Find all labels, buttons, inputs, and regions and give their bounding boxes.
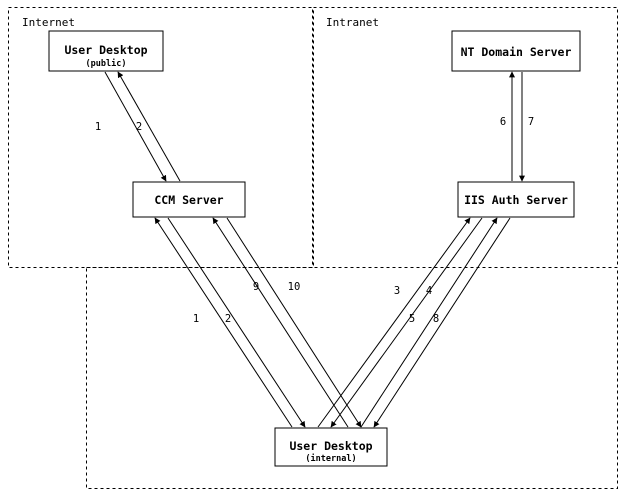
flow-label-step-8: 8 — [433, 313, 439, 325]
node-box-user-desktop-public[interactable] — [48, 30, 164, 72]
node-user-desktop-public[interactable]: User Desktop (public) — [48, 30, 164, 72]
flow-line-2-ccm-to-internal — [167, 217, 306, 428]
zone-internal-boundary — [86, 267, 618, 489]
flow-line-2-ccm-to-public — [117, 71, 181, 182]
flow-line-10-ccm-to-internal — [226, 217, 362, 428]
flow-line-8-iis-to-internal — [373, 217, 511, 428]
flow-label-step-4: 4 — [426, 285, 432, 297]
flow-step-labels: 1 2 1 2 3 4 5 6 7 8 9 10 — [95, 116, 534, 325]
flow-label-step-10: 10 — [288, 281, 301, 293]
flow-line-1-public-to-ccm — [104, 71, 167, 182]
flow-line-4-iis-to-internal — [330, 217, 483, 428]
flow-label-step-2-public: 2 — [136, 121, 142, 133]
node-box-ccm-server[interactable] — [132, 181, 246, 218]
flow-line-3-internal-to-iis — [317, 217, 471, 428]
flow-line-1-internal-to-ccm — [154, 217, 293, 428]
node-title-ccm-server: CCM Server — [154, 193, 223, 207]
zone-label-internet: Internet — [22, 16, 75, 29]
flow-label-step-9: 9 — [253, 281, 259, 293]
node-title-user-desktop-internal: User Desktop — [289, 439, 372, 453]
flow-label-step-1-public: 1 — [95, 121, 101, 133]
flow-label-step-3: 3 — [394, 285, 400, 297]
flow-connectors — [104, 71, 525, 428]
node-ccm-server[interactable]: CCM Server — [132, 181, 246, 218]
node-box-nt-domain-server[interactable] — [451, 30, 581, 72]
zone-boundaries — [8, 7, 618, 489]
flow-label-step-5: 5 — [409, 313, 415, 325]
node-subtitle-user-desktop-public: (public) — [86, 58, 127, 69]
node-title-iis-auth-server: IIS Auth Server — [464, 193, 568, 207]
node-box-user-desktop-internal[interactable] — [274, 427, 388, 467]
flow-label-step-6: 6 — [500, 116, 506, 128]
flow-label-step-2-internal: 2 — [225, 313, 231, 325]
flow-label-step-7: 7 — [528, 116, 534, 128]
node-subtitle-user-desktop-internal: (internal) — [305, 453, 356, 464]
node-title-user-desktop-public: User Desktop — [64, 43, 147, 57]
node-title-nt-domain-server: NT Domain Server — [461, 45, 572, 59]
flow-line-9-internal-to-ccm — [212, 217, 349, 428]
flow-line-5-internal-to-iis — [360, 217, 498, 428]
node-iis-auth-server[interactable]: IIS Auth Server — [457, 181, 575, 218]
node-nt-domain-server[interactable]: NT Domain Server — [451, 30, 581, 72]
node-user-desktop-internal[interactable]: User Desktop (internal) — [274, 427, 388, 467]
node-box-iis-auth-server[interactable] — [457, 181, 575, 218]
flow-label-step-1-internal: 1 — [193, 313, 199, 325]
zone-label-intranet: Intranet — [326, 16, 379, 29]
